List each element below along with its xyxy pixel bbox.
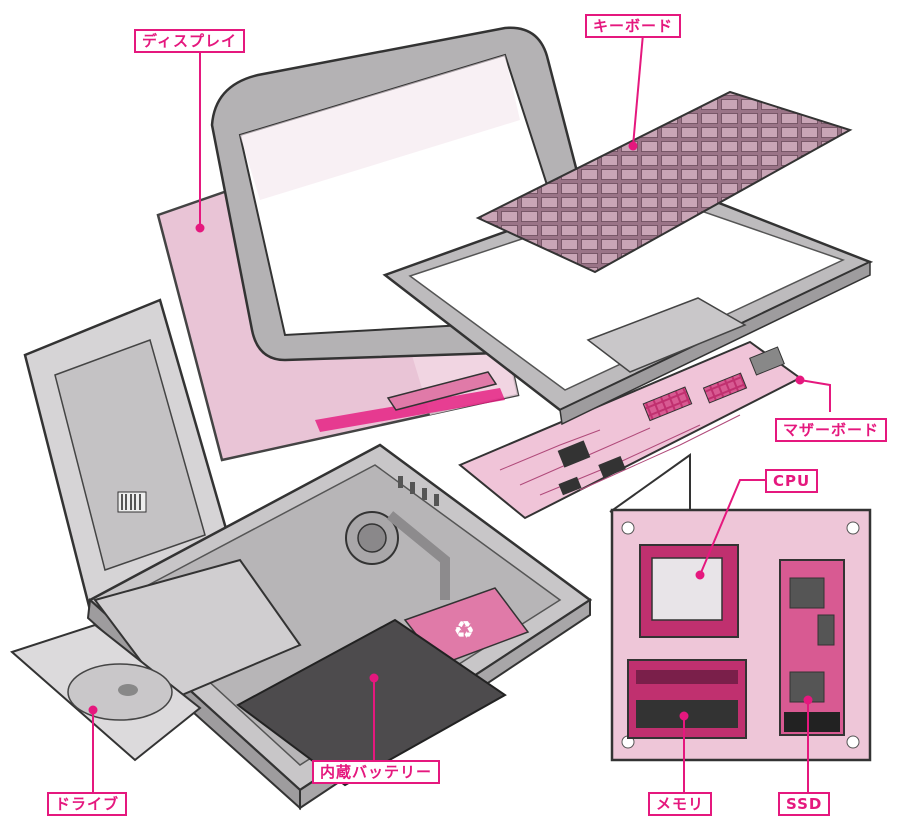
label-battery: 内蔵バッテリー [312, 760, 441, 784]
leader-lines [88, 33, 831, 795]
zoom-inset [609, 453, 872, 762]
label-display: ディスプレイ [134, 29, 245, 53]
label-ssd: SSD [778, 792, 831, 816]
touchpad [586, 297, 747, 373]
label-cpu: CPU [765, 469, 819, 493]
keyboard-part [475, 90, 853, 274]
label-motherboard: マザーボード [775, 418, 888, 442]
label-keyboard: キーボード [585, 14, 682, 38]
label-drive: ドライブ [47, 792, 128, 816]
battery-pack [236, 618, 507, 787]
motherboard-board [458, 340, 802, 520]
label-memory: メモリ [648, 792, 713, 816]
palm-rest [382, 176, 874, 426]
wifi-card [386, 371, 498, 411]
svg-text:♻: ♻ [453, 616, 475, 644]
